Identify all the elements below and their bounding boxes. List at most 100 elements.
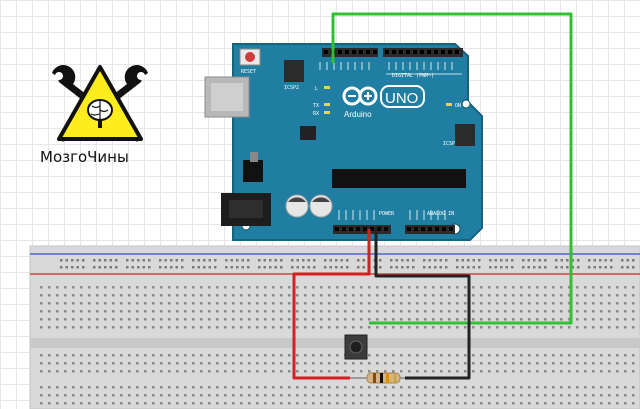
breadboard-hole — [224, 370, 227, 373]
breadboard-hole — [560, 266, 563, 269]
breadboard-hole — [544, 402, 547, 405]
breadboard-hole — [536, 302, 539, 305]
breadboard-hole — [592, 294, 595, 297]
breadboard-hole — [104, 354, 107, 357]
breadboard-hole — [96, 362, 99, 365]
breadboard-hole — [264, 354, 267, 357]
breadboard-hole — [76, 266, 79, 269]
breadboard-hole — [232, 310, 235, 313]
breadboard-hole — [412, 259, 415, 262]
breadboard-hole — [624, 394, 627, 397]
bottom-header-pins — [335, 227, 453, 231]
breadboard-hole — [560, 354, 563, 357]
breadboard-hole — [445, 259, 448, 262]
breadboard-hole — [400, 354, 403, 357]
breadboard-hole — [104, 386, 107, 389]
breadboard-hole — [296, 326, 299, 329]
breadboard-hole — [148, 266, 151, 269]
breadboard-hole — [272, 386, 275, 389]
breadboard-hole — [632, 310, 635, 313]
breadboard-hole — [312, 386, 315, 389]
breadboard-hole — [461, 266, 464, 269]
breadboard-hole — [456, 259, 459, 262]
breadboard-hole — [128, 370, 131, 373]
breadboard-hole — [464, 318, 467, 321]
breadboard-hole — [280, 354, 283, 357]
breadboard-hole — [432, 354, 435, 357]
breadboard-hole — [408, 318, 411, 321]
breadboard-hole — [461, 259, 464, 262]
breadboard-hole — [571, 259, 574, 262]
breadboard-hole — [480, 302, 483, 305]
breadboard-hole — [48, 362, 51, 365]
breadboard-hole — [424, 370, 427, 373]
breadboard-hole — [432, 318, 435, 321]
breadboard-hole — [80, 386, 83, 389]
breadboard-hole — [312, 354, 315, 357]
breadboard-hole — [104, 286, 107, 289]
breadboard-hole — [208, 354, 211, 357]
breadboard-hole — [552, 310, 555, 313]
breadboard-hole — [536, 370, 539, 373]
breadboard-hole — [144, 286, 147, 289]
breadboard-hole — [552, 370, 555, 373]
breadboard-hole — [224, 362, 227, 365]
uno-badge: UNO — [380, 85, 425, 108]
breadboard-hole — [456, 326, 459, 329]
breadboard-hole — [552, 286, 555, 289]
breadboard-hole — [192, 326, 195, 329]
breadboard-hole — [362, 259, 365, 262]
breadboard-hole — [408, 294, 411, 297]
breadboard-hole — [208, 286, 211, 289]
breadboard-hole — [109, 259, 112, 262]
breadboard-hole — [392, 302, 395, 305]
breadboard-hole — [416, 310, 419, 313]
icsp2-header — [284, 60, 304, 82]
breadboard-hole — [336, 386, 339, 389]
icsp2-label: ICSP2 — [284, 85, 299, 91]
breadboard-hole — [504, 354, 507, 357]
breadboard-hole — [256, 294, 259, 297]
breadboard-hole — [56, 326, 59, 329]
breadboard-hole — [264, 318, 267, 321]
breadboard-hole — [48, 310, 51, 313]
breadboard-hole — [232, 394, 235, 397]
breadboard-hole — [376, 302, 379, 305]
breadboard-hole — [384, 354, 387, 357]
breadboard-hole — [464, 302, 467, 305]
breadboard-hole — [65, 266, 68, 269]
breadboard-hole — [80, 326, 83, 329]
breadboard-hole — [200, 386, 203, 389]
breadboard-hole — [208, 294, 211, 297]
breadboard-hole — [160, 370, 163, 373]
breadboard-hole — [552, 394, 555, 397]
breadboard-hole — [392, 394, 395, 397]
breadboard-hole — [352, 362, 355, 365]
breadboard-hole — [624, 362, 627, 365]
breadboard-hole — [522, 259, 525, 262]
breadboard-hole — [384, 326, 387, 329]
breadboard-hole — [496, 294, 499, 297]
breadboard-hole — [240, 362, 243, 365]
breadboard-hole — [248, 310, 251, 313]
breadboard-hole — [584, 294, 587, 297]
breadboard-hole — [104, 310, 107, 313]
breadboard-hole — [288, 386, 291, 389]
breadboard-hole — [584, 394, 587, 397]
breadboard-hole — [168, 286, 171, 289]
breadboard-hole — [336, 402, 339, 405]
breadboard-hole — [269, 259, 272, 262]
breadboard-hole — [360, 286, 363, 289]
breadboard-hole — [464, 394, 467, 397]
breadboard-hole — [168, 326, 171, 329]
breadboard-hole — [328, 286, 331, 289]
breadboard-hole — [352, 294, 355, 297]
breadboard-hole — [488, 394, 491, 397]
breadboard-hole — [112, 354, 115, 357]
breadboard-hole — [624, 370, 627, 373]
breadboard-hole — [176, 370, 179, 373]
breadboard-hole — [128, 310, 131, 313]
breadboard-hole — [88, 294, 91, 297]
breadboard-hole — [320, 294, 323, 297]
